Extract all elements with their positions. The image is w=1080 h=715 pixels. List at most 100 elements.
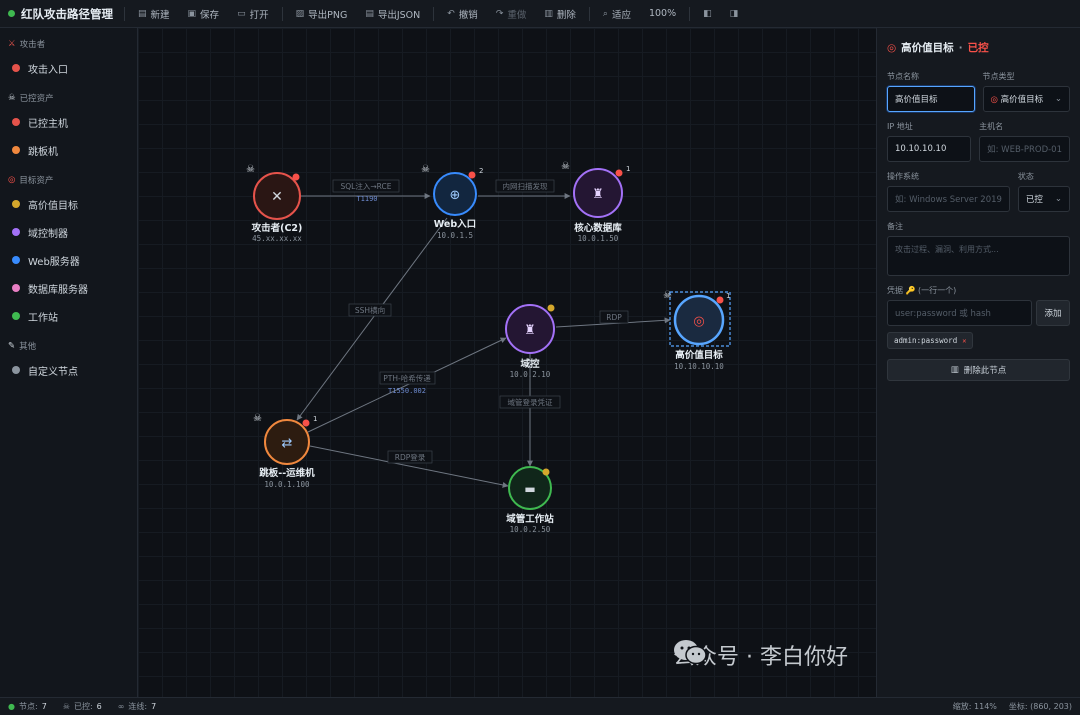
toolbar-divider	[124, 6, 125, 21]
open-label: 打开	[249, 9, 269, 21]
group-label: 其他	[19, 342, 37, 352]
edge-count: ∞连线:7	[110, 701, 156, 712]
owned-indicator-icon	[615, 169, 623, 177]
color-dot-icon	[12, 256, 20, 264]
node-name-field: 节点名称 高价值目标	[887, 71, 975, 112]
edge-sqli[interactable]: SQL注入→RCE T1190	[277, 179, 431, 203]
save-button[interactable]: ▣保存	[179, 0, 229, 28]
node-jump-host[interactable]: ☠ ⇄ 1 跳板--运维机 10.0.1.100	[253, 413, 317, 489]
color-dot-icon	[12, 312, 20, 320]
skull-icon: ☠	[663, 290, 672, 301]
color-dot-icon	[12, 200, 20, 208]
palette-item-label: 数据库服务器	[28, 284, 88, 296]
os-input[interactable]: 如: Windows Server 2019	[887, 186, 1010, 212]
palette-item-domain-controller[interactable]: 域控制器	[0, 218, 137, 246]
owned-count-label: 已控:	[73, 702, 93, 711]
panel-right-icon: ◨	[729, 8, 739, 19]
palette-item-high-value[interactable]: 高价值目标	[0, 190, 137, 218]
app-title: 红队攻击路径管理	[0, 6, 120, 22]
owned-count-value: 6	[96, 702, 102, 711]
node-ip: 10.10.10.10	[674, 362, 724, 371]
owned-count: ☠已控:6	[55, 701, 102, 712]
palette-item-label: 高价值目标	[28, 200, 78, 212]
edge-pth[interactable]: PTH-哈希传递 T1550.002	[307, 337, 507, 433]
node-core-database[interactable]: ☠ ♜ 1 核心数据库 10.0.1.50	[561, 161, 630, 243]
toggle-left-panel-button[interactable]: ◧	[694, 0, 721, 28]
status-bar: ●节点:7 ☠已控:6 ∞连线:7 缩放: 114% 坐标: (860, 203…	[0, 697, 1080, 715]
edge-label: RDP	[606, 313, 622, 322]
status-label: 状态	[1017, 172, 1034, 181]
close-icon[interactable]: ✕	[962, 336, 967, 345]
app-title-text: 红队攻击路径管理	[21, 6, 113, 21]
node-name-input[interactable]: 高价值目标	[887, 86, 975, 112]
color-dot-icon	[12, 228, 20, 236]
toggle-right-panel-button[interactable]: ◨	[721, 0, 748, 28]
node-dot-icon: ●	[8, 702, 15, 711]
node-ip: 45.xx.xx.xx	[252, 234, 302, 243]
node-ip: 10.0.2.10	[510, 370, 551, 379]
edge-rdp[interactable]: RDP	[555, 310, 671, 328]
color-dot-icon	[12, 284, 20, 292]
new-button[interactable]: ▤新建	[129, 0, 179, 28]
fit-label: 适应	[611, 9, 631, 21]
group-owned-assets: ☠已控资产	[0, 82, 137, 108]
ip-label: IP 地址	[887, 122, 913, 131]
palette-item-custom-node[interactable]: 自定义节点	[0, 356, 137, 384]
palette-item-jump-host[interactable]: 跳板机	[0, 136, 137, 164]
delete-node-button[interactable]: ▥ 删除此节点	[887, 359, 1070, 381]
notes-field: 备注 攻击过程、漏洞、利用方式...	[887, 221, 1070, 276]
delete-label: 删除	[556, 9, 576, 21]
node-type-label: 节点类型	[982, 72, 1015, 81]
redo-button[interactable]: ↷重做	[487, 0, 536, 28]
palette-item-label: 自定义节点	[28, 366, 78, 378]
palette-item-web-server[interactable]: Web服务器	[0, 246, 137, 274]
export-png-label: 导出PNG	[308, 9, 348, 21]
target-icon: ◎	[693, 314, 704, 329]
notes-label: 备注	[887, 222, 903, 231]
palette-item-owned-host[interactable]: 已控主机	[0, 108, 137, 136]
node-high-value-target[interactable]: ☠ ◎ 1 高价值目标 10.10.10.10	[663, 290, 731, 371]
credential-count-badge: 1	[726, 292, 730, 300]
hostname-input[interactable]: 如: WEB-PROD-01	[979, 136, 1070, 162]
sword-icon: ⚔	[8, 39, 16, 49]
edge-label: RDP登录	[395, 452, 426, 462]
panel-left-icon: ◧	[703, 8, 712, 19]
graph-canvas[interactable]: SQL注入→RCE T1190 内网扫描发现 SSH横向 PTH-哈希传递 T1…	[138, 28, 876, 697]
palette-item-workstation[interactable]: 工作站	[0, 302, 137, 330]
export-png-button[interactable]: ▨导出PNG	[287, 0, 357, 28]
node-domain-controller[interactable]: ♜ 域控 10.0.2.10	[505, 304, 555, 380]
ip-input[interactable]: 10.10.10.10	[887, 136, 972, 162]
palette-item-database-server[interactable]: 数据库服务器	[0, 274, 137, 302]
palette-item-attack-entry[interactable]: 攻击入口	[0, 54, 137, 82]
edge-ssh-lateral[interactable]: SSH横向	[296, 217, 448, 421]
add-credential-button[interactable]: 添加	[1036, 300, 1070, 326]
target-icon: ◎	[887, 41, 897, 54]
edge-internal-scan[interactable]: 内网扫描发现	[478, 179, 571, 199]
cursor-coordinates: 坐标: (860, 203)	[1008, 702, 1072, 711]
globe-icon: ⊕	[450, 188, 461, 203]
status-value: 已控	[1025, 195, 1043, 205]
credential-input[interactable]: user:password 或 hash	[887, 300, 1032, 326]
credential-tag-text: admin:password	[894, 336, 958, 345]
open-button[interactable]: ▭打开	[228, 0, 278, 28]
status-select[interactable]: 已控 ⌄	[1017, 186, 1070, 212]
export-json-button[interactable]: ▤导出JSON	[356, 0, 429, 28]
notes-textarea[interactable]: 攻击过程、漏洞、利用方式...	[887, 236, 1070, 276]
skull-icon: ☠	[421, 164, 430, 175]
skull-icon: ☠	[246, 164, 255, 175]
node-domain-admin-workstation[interactable]: ▬ 域管工作站 10.0.2.50	[506, 466, 554, 534]
node-type-select[interactable]: ◎ 高价值目标 ⌄	[982, 86, 1070, 112]
delete-button[interactable]: ▥删除	[535, 0, 585, 28]
edge-count-label: 连线:	[128, 702, 148, 711]
edge-rdp-login[interactable]: RDP登录	[309, 445, 509, 488]
node-label: 跳板--运维机	[259, 467, 315, 479]
node-label: 域控	[520, 358, 540, 370]
undo-button[interactable]: ↶撤销	[438, 0, 487, 28]
undo-icon: ↶	[447, 8, 455, 19]
edge-count-value: 7	[151, 702, 157, 711]
node-web-entry[interactable]: ☠ ⊕ 2 Web入口 10.0.1.5	[421, 164, 483, 240]
edge-domain-admin-login[interactable]: 域管登录凭证	[499, 354, 561, 467]
node-label: 核心数据库	[574, 222, 622, 234]
fit-button[interactable]: ⌕适应	[594, 0, 640, 28]
node-attacker-c2[interactable]: ☠ ✕ 攻击者(C2) 45.xx.xx.xx	[246, 164, 302, 243]
